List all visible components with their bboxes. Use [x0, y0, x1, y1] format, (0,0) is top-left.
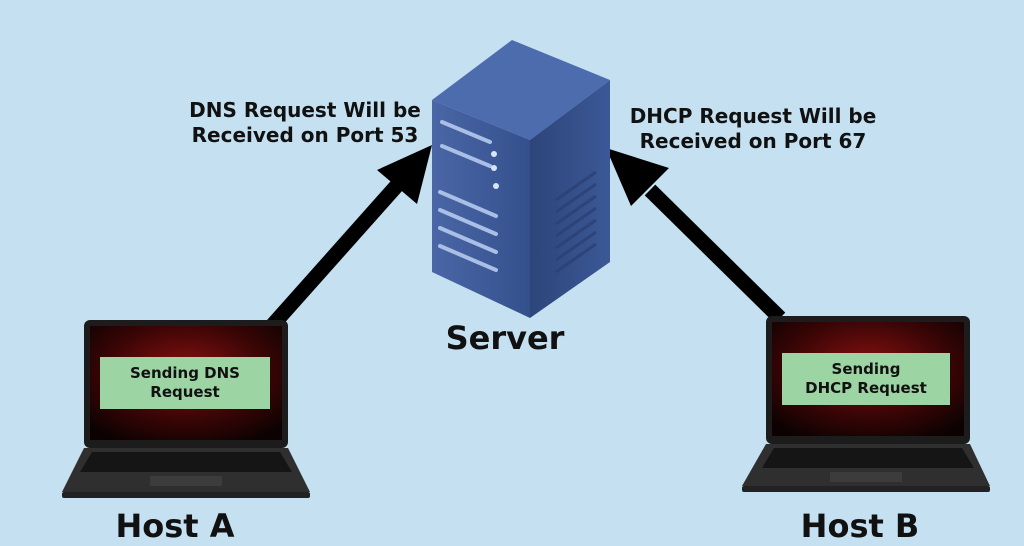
host-b-label: Host B	[800, 507, 920, 545]
server-label: Server	[445, 319, 565, 357]
arrow-dns	[264, 145, 432, 333]
laptop-icon	[62, 320, 310, 498]
arrow-dhcp	[606, 148, 786, 324]
host-a-label: Host A	[115, 507, 235, 545]
host-a-screen-text: Sending DNS Request	[100, 357, 270, 409]
dhcp-arrow-label: DHCP Request Will be Received on Port 67	[629, 104, 877, 153]
dns-arrow-label: DNS Request Will be Received on Port 53	[189, 98, 421, 147]
host-b-screen-text: Sending DHCP Request	[782, 353, 950, 405]
server-icon	[432, 40, 610, 318]
